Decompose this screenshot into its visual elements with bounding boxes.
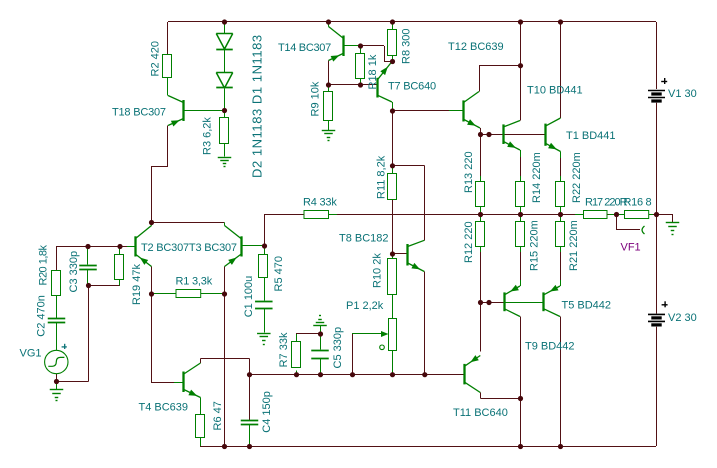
svg-text:D2 1N1183 D1 1N1183: D2 1N1183 D1 1N1183	[250, 34, 265, 178]
svg-text:T9 BD442: T9 BD442	[525, 341, 575, 353]
svg-text:R10 2k: R10 2k	[372, 253, 384, 288]
svg-text:R20 1,8k: R20 1,8k	[38, 244, 50, 285]
svg-text:R22 220m: R22 220m	[571, 152, 583, 203]
svg-text:R5 470: R5 470	[273, 256, 285, 291]
svg-text:T10 BD441: T10 BD441	[527, 85, 583, 97]
svg-text:C5 330p: C5 330p	[332, 327, 344, 369]
svg-text:R18 1k: R18 1k	[367, 54, 379, 89]
svg-text:T14 BC307: T14 BC307	[278, 42, 331, 54]
svg-text:R1 3,3k: R1 3,3k	[176, 276, 213, 288]
svg-text:VF1: VF1	[621, 242, 641, 254]
svg-text:R16 8: R16 8	[624, 197, 652, 209]
svg-text:C2 470n: C2 470n	[36, 295, 48, 337]
svg-text:C1 100u: C1 100u	[243, 276, 255, 318]
svg-text:R11 8,2k: R11 8,2k	[376, 155, 388, 199]
svg-text:VG1: VG1	[20, 348, 42, 360]
svg-text:V2 30: V2 30	[668, 312, 697, 324]
svg-text:T5 BD442: T5 BD442	[562, 299, 612, 311]
svg-text:R17 220R: R17 220R	[585, 197, 628, 209]
svg-text:R4 33k: R4 33k	[303, 197, 337, 209]
svg-text:T11 BC640: T11 BC640	[453, 407, 508, 419]
svg-text:C4 150p: C4 150p	[261, 391, 273, 433]
svg-text:T2 BC307T3 BC307: T2 BC307T3 BC307	[141, 242, 237, 254]
svg-text:R2 420: R2 420	[150, 41, 162, 76]
svg-text:T18 BC307: T18 BC307	[112, 107, 166, 119]
svg-text:R21 220m: R21 220m	[568, 220, 580, 271]
svg-text:T8 BC182: T8 BC182	[339, 233, 389, 245]
svg-text:R6 47: R6 47	[212, 401, 224, 430]
svg-text:R9 10k: R9 10k	[310, 81, 322, 116]
svg-text:P1 2,2k: P1 2,2k	[346, 300, 384, 312]
svg-text:R15 220m: R15 220m	[529, 220, 541, 271]
svg-text:V1 30: V1 30	[668, 88, 697, 100]
svg-text:R8 300: R8 300	[401, 29, 413, 64]
svg-text:T1 BD441: T1 BD441	[566, 130, 616, 142]
svg-text:T12 BC639: T12 BC639	[448, 41, 504, 53]
svg-text:T4 BC639: T4 BC639	[139, 401, 189, 413]
svg-text:T7 BC640: T7 BC640	[388, 81, 436, 93]
svg-text:R13 220: R13 220	[463, 151, 475, 193]
svg-text:R12 220: R12 220	[463, 221, 475, 263]
svg-text:R14 220m: R14 220m	[531, 152, 543, 203]
svg-text:R19 47k: R19 47k	[131, 264, 143, 305]
svg-text:R7 33k: R7 33k	[278, 332, 290, 367]
svg-text:C3 330p: C3 330p	[68, 251, 80, 293]
svg-text:R3 6,2k: R3 6,2k	[202, 117, 214, 155]
